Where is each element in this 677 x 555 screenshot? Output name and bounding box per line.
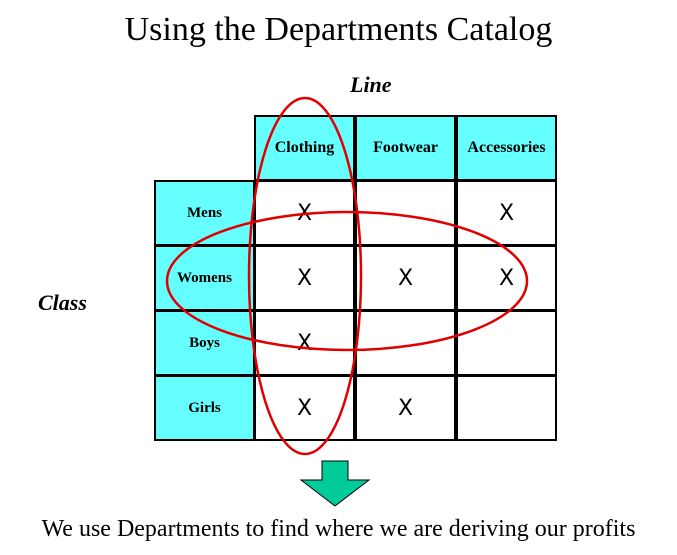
column-header-footwear: Footwear — [355, 115, 456, 181]
matrix-cell-boys-accessories — [456, 310, 557, 376]
down-arrow-icon — [299, 460, 371, 507]
matrix-cell-womens-accessories: X — [456, 245, 557, 311]
matrix-cell-girls-accessories — [456, 375, 557, 441]
matrix-cell-mens-clothing: X — [254, 180, 355, 246]
row-header-boys: Boys — [154, 310, 255, 376]
matrix-cell-womens-footwear: X — [355, 245, 456, 311]
matrix-cell-womens-clothing: X — [254, 245, 355, 311]
matrix-cell-girls-footwear: X — [355, 375, 456, 441]
footer-caption: We use Departments to find where we are … — [41, 516, 636, 542]
row-header-mens: Mens — [154, 180, 255, 246]
matrix-cell-boys-clothing: X — [254, 310, 355, 376]
page-title: Using the Departments Catalog — [124, 11, 553, 48]
row-header-womens: Womens — [154, 245, 255, 311]
column-header-accessories: Accessories — [456, 115, 557, 181]
matrix-cell-mens-footwear — [355, 180, 456, 246]
row-header-girls: Girls — [154, 375, 255, 441]
column-header-clothing: Clothing — [254, 115, 355, 181]
matrix-cell-boys-footwear — [355, 310, 456, 376]
matrix-cell-mens-accessories: X — [456, 180, 557, 246]
matrix-cell-girls-clothing: X — [254, 375, 355, 441]
line-axis-label: Line — [350, 72, 392, 97]
class-axis-label: Class — [38, 290, 87, 315]
